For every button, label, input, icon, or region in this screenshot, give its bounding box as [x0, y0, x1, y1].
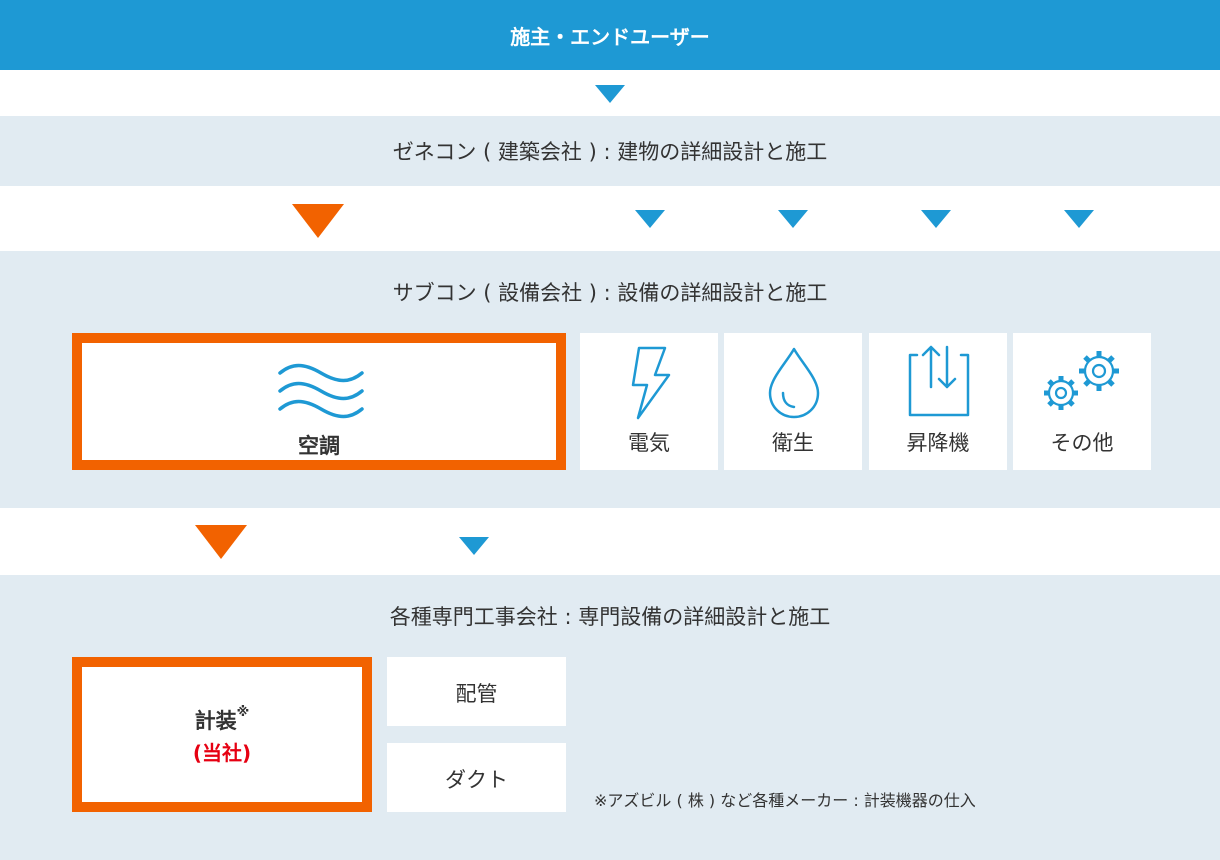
instrumentation-box: 計装※ (当社) — [72, 657, 372, 812]
electrical-label: 電気 — [628, 431, 670, 455]
arrow-down-icon — [1064, 210, 1094, 228]
elevator-box: 昇降機 — [869, 333, 1007, 470]
piping-box: 配管 — [387, 657, 566, 726]
arrow-down-icon — [459, 537, 489, 555]
subcontractor-band: サブコン ( 設備会社 ) : 設備の詳細設計と施工 空調 電気 衛生 — [0, 251, 1220, 508]
footnote-mark: ※ — [236, 705, 250, 720]
specialty-contractors-band: 各種専門工事会社 : 専門設備の詳細設計と施工 計装※ (当社) 配管 ダクト … — [0, 575, 1220, 860]
elevator-label: 昇降機 — [906, 431, 970, 455]
piping-label: 配管 — [455, 682, 498, 706]
electrical-box: 電気 — [580, 333, 718, 470]
owner-end-user-band: 施主・エンドユーザー — [0, 0, 1220, 70]
sanitary-box: 衛生 — [724, 333, 862, 470]
general-contractor-title: ゼネコン ( 建築会社 ) : 建物の詳細設計と施工 — [392, 140, 828, 164]
arrow-down-highlight-icon — [195, 525, 247, 559]
hvac-label: 空調 — [298, 434, 340, 458]
elevator-icon — [908, 345, 970, 417]
hvac-box: 空調 — [72, 333, 566, 470]
others-label: その他 — [1050, 431, 1114, 455]
duct-box: ダクト — [387, 743, 566, 812]
instrumentation-label: 計装 — [194, 709, 237, 733]
specialty-title: 各種専門工事会社 : 専門設備の詳細設計と施工 — [389, 605, 831, 629]
arrow-down-icon — [635, 210, 665, 228]
our-company-label: (当社) — [192, 741, 252, 765]
water-drop-icon — [768, 347, 820, 419]
arrow-down-icon — [921, 210, 951, 228]
sanitary-label: 衛生 — [772, 431, 814, 455]
arrow-down-icon — [778, 210, 808, 228]
general-contractor-band: ゼネコン ( 建築会社 ) : 建物の詳細設計と施工 — [0, 116, 1220, 186]
lightning-icon — [631, 346, 671, 420]
arrow-down-highlight-icon — [292, 204, 344, 238]
footnote: ※アズビル ( 株 ) など各種メーカー : 計装機器の仕入 — [594, 791, 976, 810]
owner-end-user-title: 施主・エンドユーザー — [510, 24, 710, 49]
duct-label: ダクト — [445, 768, 508, 792]
subcontractor-title: サブコン ( 設備会社 ) : 設備の詳細設計と施工 — [392, 281, 828, 305]
gears-icon — [1044, 351, 1119, 410]
arrow-down-icon — [595, 85, 625, 103]
waves-icon — [278, 363, 364, 419]
others-box: その他 — [1013, 333, 1151, 470]
instrumentation-heading: 計装※ — [82, 705, 362, 735]
